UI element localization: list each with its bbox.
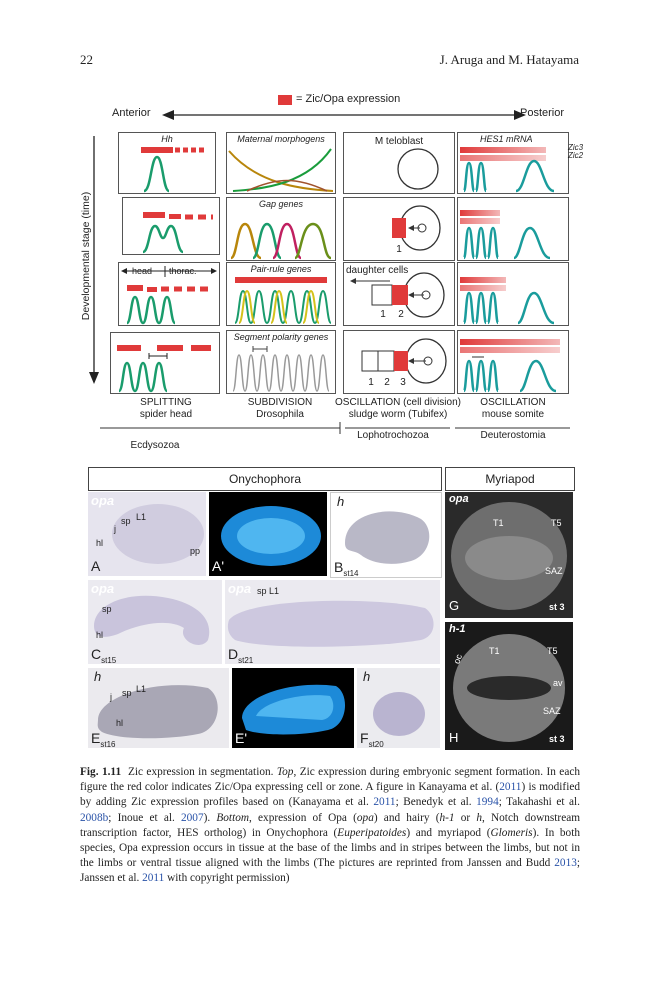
panel-F: h Fst20 — [357, 668, 440, 748]
cell-2: 2 — [398, 309, 404, 320]
figure-caption: Fig. 1.11 Zic expression in segmentation… — [80, 766, 581, 885]
panel-F-letter: Fst20 — [360, 730, 384, 748]
citation-link[interactable]: 2011 — [499, 781, 522, 794]
title-hh: Hh — [161, 134, 173, 144]
panel-E-prime: E' — [232, 668, 354, 748]
col3-label: OSCILLATION (cell division)sludge worm (… — [335, 397, 461, 420]
panel-C: opa sp hl Cst15 — [88, 580, 222, 664]
mouse-stage-3 — [457, 262, 569, 326]
cell-3: 3 — [400, 377, 406, 388]
spider-stage-2 — [122, 197, 220, 255]
onychophora-header: Onychophora — [88, 467, 442, 491]
cell-1: 1 — [396, 244, 402, 255]
tubifex-stage-2: 1 — [343, 197, 455, 261]
cell-2: 2 — [384, 377, 390, 388]
panel-D-letter: Dst21 — [228, 646, 254, 664]
drosophila-stage-3: Pair-rule genes — [226, 262, 336, 326]
panel-B-letter: Bst14 — [334, 559, 359, 578]
panel-D: opa sp L1 Dst21 — [225, 580, 440, 664]
citation-link[interactable]: 2008b — [80, 811, 109, 824]
zic3-label: Zic3 — [568, 143, 584, 152]
panel-A: opa sp L1 j hl pp A — [88, 492, 206, 576]
cell-1: 1 — [380, 309, 386, 320]
mouse-stage-4 — [457, 330, 569, 394]
panel-E: h j sp L1 hl Est16 — [88, 668, 229, 748]
group-lines — [100, 422, 570, 434]
deuterostomia-label: Deuterostomia — [480, 430, 546, 441]
panel-G: opa T1 T5 SAZ G st 3 — [445, 492, 573, 618]
legend-swatch — [278, 95, 292, 105]
zic2-label: Zic2 — [568, 151, 584, 160]
tubifex-stage-3: daughter cells 1 2 — [343, 262, 455, 326]
spider-stage-4 — [110, 332, 220, 394]
title-daughter-cells: daughter cells — [346, 265, 409, 276]
mouse-stage-2 — [457, 197, 569, 261]
citation-link[interactable]: 2011 — [373, 796, 396, 809]
head-label: head — [132, 266, 153, 276]
drosophila-stage-4: Segment polarity genes — [226, 330, 336, 394]
panel-B: h Bst14 — [330, 492, 442, 578]
spider-stage-3: head thorac. — [118, 262, 220, 326]
citation-link[interactable]: 2013 — [554, 857, 577, 870]
panel-H: h-1 oc T1 T5 av SAZ H st 3 — [445, 622, 573, 750]
title-maternal: Maternal morphogens — [237, 134, 325, 144]
panel-A-prime: A' — [209, 492, 327, 576]
thorac-label: thorac. — [169, 266, 197, 276]
time-arrow — [89, 136, 99, 384]
ecdysozoa-label: Ecdysozoa — [130, 440, 180, 451]
citation-link[interactable]: 2011 — [142, 872, 165, 885]
title-pair-rule: Pair-rule genes — [250, 264, 312, 274]
citation-link[interactable]: 1994 — [476, 796, 499, 809]
ap-arrow — [162, 110, 526, 120]
citation-link[interactable]: 2007 — [181, 811, 204, 824]
mouse-stage-1: HES1 mRNA — [457, 132, 569, 194]
panel-E-letter: Est16 — [91, 730, 116, 748]
legend-text: = Zic/Opa expression — [296, 93, 401, 105]
lophotrochozoa-label: Lophotrochozoa — [357, 430, 429, 441]
page-number: 22 — [80, 52, 93, 67]
panel-C-letter: Cst15 — [91, 646, 117, 664]
spider-stage-1: Hh — [118, 132, 216, 194]
title-segment-polarity: Segment polarity genes — [233, 332, 329, 342]
anterior-label: Anterior — [112, 107, 151, 119]
y-axis-label: Developmental stage (time) — [80, 191, 92, 321]
drosophila-stage-1: Maternal morphogens — [226, 132, 336, 194]
posterior-label: Posterior — [520, 107, 565, 119]
tubifex-stage-1: M teloblast — [343, 132, 455, 194]
title-hes1: HES1 mRNA — [480, 134, 533, 144]
running-head: J. Aruga and M. Hatayama — [439, 52, 579, 67]
title-gap: Gap genes — [258, 199, 304, 209]
cell-1: 1 — [368, 377, 374, 388]
drosophila-stage-2: Gap genes — [226, 197, 336, 261]
tubifex-stage-4: 1 2 3 — [343, 330, 455, 394]
myriapod-header: Myriapod — [445, 467, 575, 491]
title-m-teloblast: M teloblast — [374, 136, 424, 147]
caption-label: Fig. 1.11 — [80, 766, 122, 778]
